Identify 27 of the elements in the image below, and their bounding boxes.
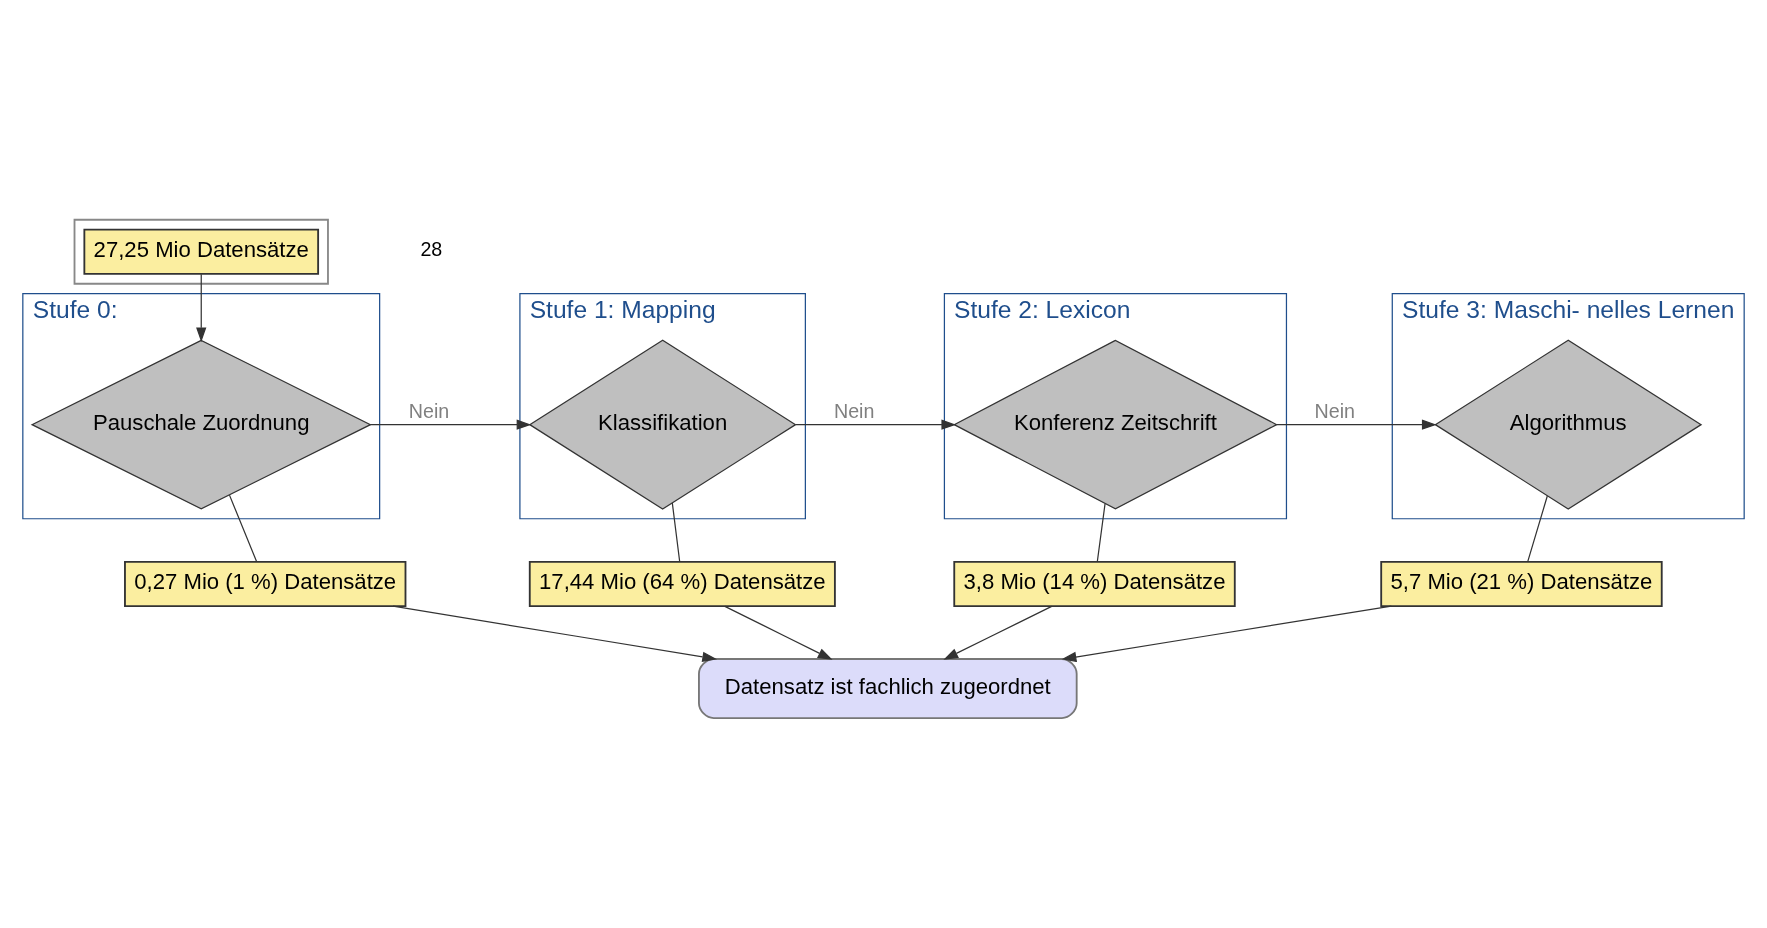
connector: [1096, 503, 1106, 563]
node-box: 0,27 Mio (1 %) Datensätze: [124, 560, 407, 608]
arrow: [196, 273, 207, 343]
edge-label: Nein: [1314, 400, 1356, 423]
edge-label: Nein: [408, 400, 450, 423]
arrow: [724, 605, 833, 660]
node-box: 17,44 Mio (64 %) Datensätze: [528, 560, 836, 608]
node-diamond: Konferenz Zeitschrift: [952, 339, 1278, 510]
node-box: 27,25 Mio Datensätze: [83, 228, 320, 275]
cluster: [73, 218, 329, 285]
node-diamond: Klassifikation: [528, 339, 797, 510]
node-box: 3,8 Mio (14 %) Datensätze: [953, 560, 1236, 608]
arrow: [795, 419, 957, 430]
arrow: [1061, 605, 1392, 663]
connector: [671, 502, 681, 563]
edge-label: Nein: [833, 400, 875, 423]
arrow: [1275, 419, 1437, 430]
arrow: [369, 419, 532, 430]
node-box: Datensatz ist fachlich zugeordnet: [698, 658, 1078, 719]
arrow: [943, 605, 1053, 660]
connector: [228, 494, 258, 563]
node-diamond: Pauschale Zuordnung: [30, 339, 372, 510]
node-diamond: Algorithmus: [1434, 339, 1703, 510]
connector: [1527, 495, 1548, 563]
arrow: [392, 605, 718, 663]
node-box: 5,7 Mio (21 %) Datensätze: [1380, 560, 1663, 608]
label: 28: [420, 238, 443, 261]
